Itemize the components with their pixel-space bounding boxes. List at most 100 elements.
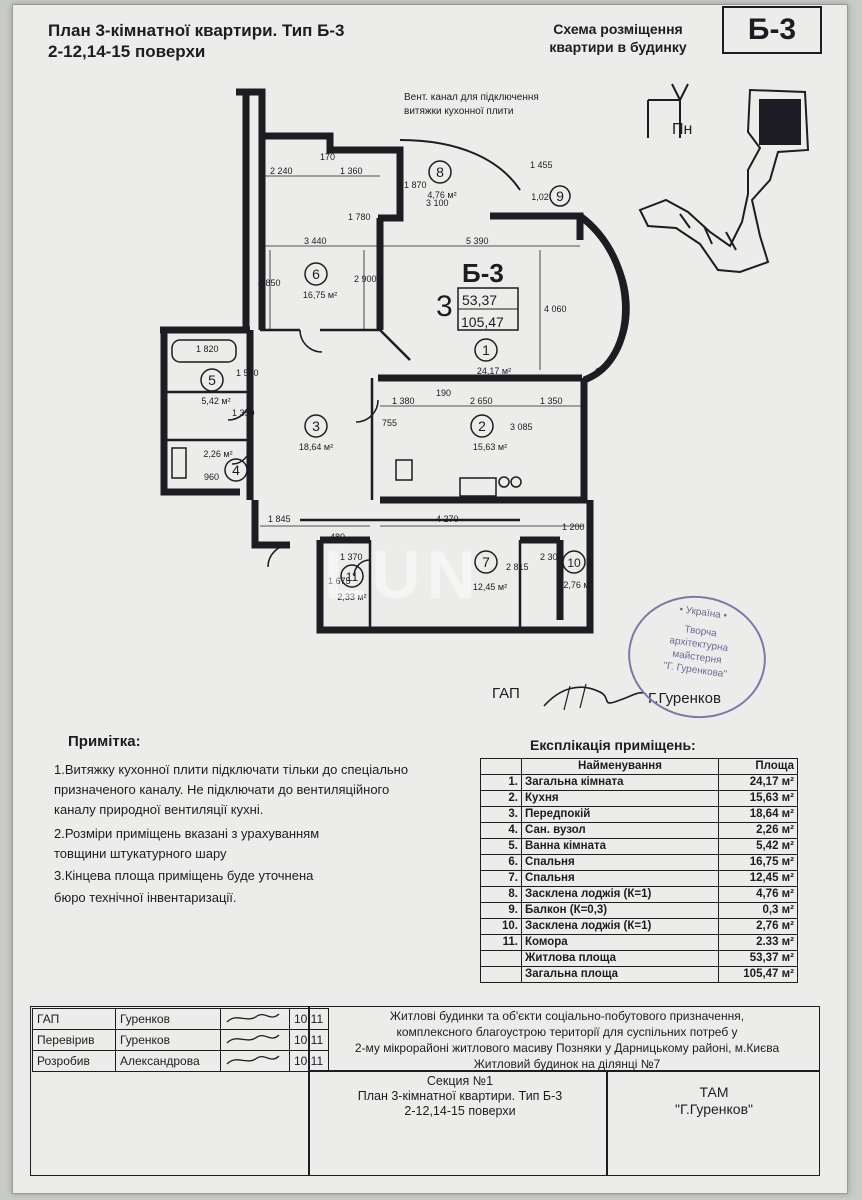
vent-note-line-1: Вент. канал для підключення xyxy=(404,92,539,103)
note-line-1: 1.Витяжку кухонної плити підключати тіль… xyxy=(54,762,409,777)
dim-4270: 4 270 xyxy=(436,514,459,524)
room-10-area: 2,76 м² xyxy=(563,580,592,590)
row-number: 8. xyxy=(480,886,522,903)
row-name: Загальна кімната xyxy=(521,774,719,791)
dim-3440: 3 440 xyxy=(304,236,327,246)
note-line-2: призначеного каналу. Не підключати до ве… xyxy=(54,782,390,797)
signer-date: 10.11 xyxy=(289,1008,329,1030)
dim-2300: 2 300 xyxy=(540,552,563,562)
row-area: 53,37 м² xyxy=(718,950,798,967)
row-number xyxy=(480,966,522,983)
explication-row: 8.Засклена лоджія (К=1)4,76 м² xyxy=(480,886,798,903)
row-number xyxy=(480,950,522,967)
row-name: Житлова площа xyxy=(521,950,719,967)
dim-480: 480 xyxy=(330,532,345,542)
dim-1455: 1 455 xyxy=(530,160,553,170)
col-area: Площа xyxy=(718,758,798,775)
room-3-number: 3 xyxy=(312,418,320,434)
signer-role: Розробив xyxy=(32,1050,116,1072)
internal-walls xyxy=(164,328,522,630)
row-number: 9. xyxy=(480,902,522,919)
section-line-1: Секция №1 xyxy=(426,1074,494,1088)
dim-4850: 4 850 xyxy=(258,278,281,288)
section-description: Секция №1 План 3-кімнатної квартири. Тип… xyxy=(320,1074,600,1119)
row-area: 0,3 м² xyxy=(718,902,798,919)
dim-5390: 5 390 xyxy=(466,236,489,246)
tam-line-1: ТАМ xyxy=(699,1084,729,1100)
scheme-title-line-1: Схема розміщення xyxy=(553,21,683,37)
title-block-frame xyxy=(30,1006,820,1176)
dim-755: 755 xyxy=(382,418,397,428)
room-10-number: 10 xyxy=(567,556,581,570)
scheme-title-line-2: квартири в будинку xyxy=(549,39,687,55)
row-area: 105,47 м² xyxy=(718,966,798,983)
fixtures xyxy=(171,339,522,497)
row-area: 2,76 м² xyxy=(718,918,798,935)
explication-header-row: Найменування Площа xyxy=(480,758,798,775)
row-name: Передпокій xyxy=(521,806,719,823)
room-3-area: 18,64 м² xyxy=(299,442,333,452)
explication-row: 10.Засклена лоджія (К=1)2,76 м² xyxy=(480,918,798,935)
room-8-area: 4,76 м² xyxy=(427,190,456,200)
vent-note-line-2: витяжки кухонної плити xyxy=(404,106,513,117)
row-number: 5. xyxy=(480,838,522,855)
north-label: Пн xyxy=(672,121,692,138)
room-7-number: 7 xyxy=(482,554,490,570)
dim-1510: 1 510 xyxy=(236,368,259,378)
room-11-number: 11 xyxy=(346,570,359,584)
note-line-6: 3.Кінцева площа приміщень буде уточнена xyxy=(54,868,314,883)
title-block-divider-v xyxy=(606,1070,608,1176)
dim-3085: 3 085 xyxy=(510,422,533,432)
signer-name: Гуренков xyxy=(115,1008,221,1030)
row-name: Ванна кімната xyxy=(521,838,719,855)
dim-2815: 2 815 xyxy=(506,562,529,572)
section-line-2: План 3-кімнатної квартири. Тип Б-3 xyxy=(357,1089,563,1103)
row-name: Комора xyxy=(521,934,719,951)
signer-date: 10.11 xyxy=(289,1050,329,1072)
row-name: Спальня xyxy=(521,870,719,887)
dim-170: 170 xyxy=(320,152,335,162)
dim-1350-a: 1 350 xyxy=(232,408,255,418)
room-5-area: 5,42 м² xyxy=(201,396,230,406)
dim-1370: 1 370 xyxy=(340,552,363,562)
row-number: 3. xyxy=(480,806,522,823)
room-2-area: 15,63 м² xyxy=(473,442,507,452)
row-area: 24,17 м² xyxy=(718,774,798,791)
dim-1350-b: 1 350 xyxy=(540,396,563,406)
row-number: 10. xyxy=(480,918,522,935)
col-name: Найменування xyxy=(521,758,719,775)
room-1-area: 24,17 м² xyxy=(477,366,511,376)
document-sheet xyxy=(12,4,848,1194)
walls xyxy=(160,88,594,634)
gap-signature-icon xyxy=(543,683,647,711)
row-name: Сан. вузол xyxy=(521,822,719,839)
dim-1845: 1 845 xyxy=(268,514,291,524)
row-number: 4. xyxy=(480,822,522,839)
dim-1820: 1 820 xyxy=(196,344,219,354)
dim-1870: 1 870 xyxy=(404,180,427,190)
dim-190: 190 xyxy=(436,388,451,398)
room-9-number: 9 xyxy=(556,188,564,204)
title-line-2: 2-12,14-15 поверхи xyxy=(48,42,206,61)
signature-icon xyxy=(220,1050,290,1072)
notes-heading: Примітка: xyxy=(68,733,141,750)
north-arrow-icon: Пн xyxy=(647,83,692,138)
project-line-4: Житловий будинок на ділянці №7 xyxy=(473,1057,661,1071)
row-area: 2,26 м² xyxy=(718,822,798,839)
signature-icon xyxy=(220,1008,290,1030)
room-markers xyxy=(200,160,586,588)
dim-1675: 1 675 xyxy=(328,576,351,586)
row-area: 12,45 м² xyxy=(718,870,798,887)
signer-name: Александрова xyxy=(115,1050,221,1072)
row-area: 4,76 м² xyxy=(718,886,798,903)
room-8-number: 8 xyxy=(436,164,444,180)
col-number xyxy=(480,758,522,775)
